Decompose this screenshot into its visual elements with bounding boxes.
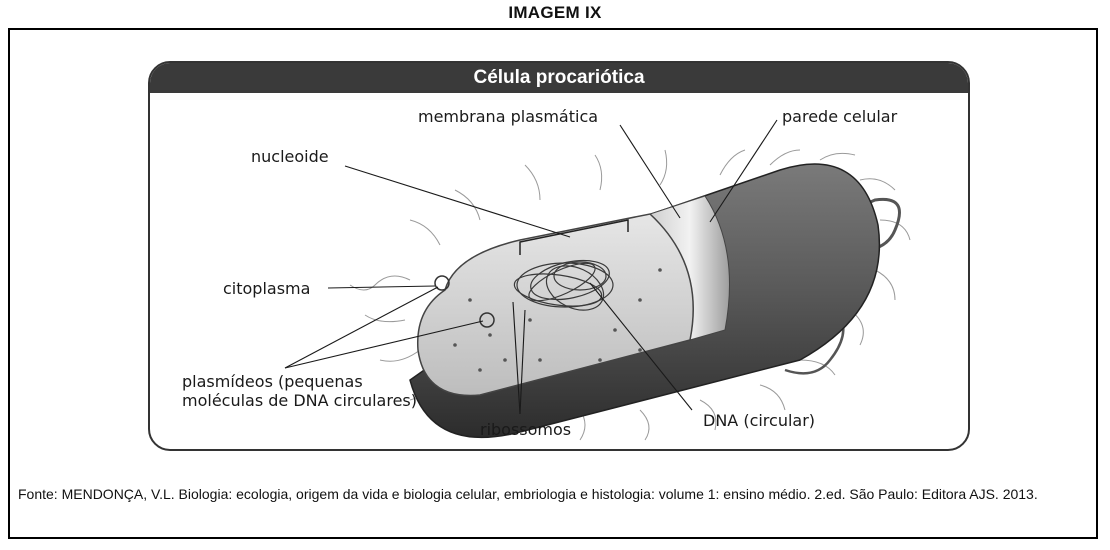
figure-heading: IMAGEM IX: [508, 3, 602, 22]
ribosomes: [453, 268, 662, 372]
panel-title: Célula procariótica: [150, 63, 968, 93]
plasmids: [434, 275, 495, 328]
label-dna-circular: DNA (circular): [703, 411, 816, 430]
label-plasmideos: plasmídeos (pequenas moléculas de DNA ci…: [182, 372, 417, 410]
label-membrana-plasmatica: membrana plasmática: [418, 107, 599, 126]
label-citoplasma: citoplasma: [223, 279, 311, 298]
leader-lines: [284, 119, 778, 415]
label-parede-celular: parede celular: [782, 107, 898, 126]
source-citation: Fonte: MENDONÇA, V.L. Biologia: ecologia…: [18, 486, 1038, 502]
label-ribossomos: ribossomos: [480, 420, 572, 439]
nucleoid-bracket: [519, 219, 629, 255]
fimbriae: [349, 149, 911, 441]
label-nucleoide: nucleoide: [251, 147, 329, 166]
dna-tangle: [513, 259, 614, 311]
